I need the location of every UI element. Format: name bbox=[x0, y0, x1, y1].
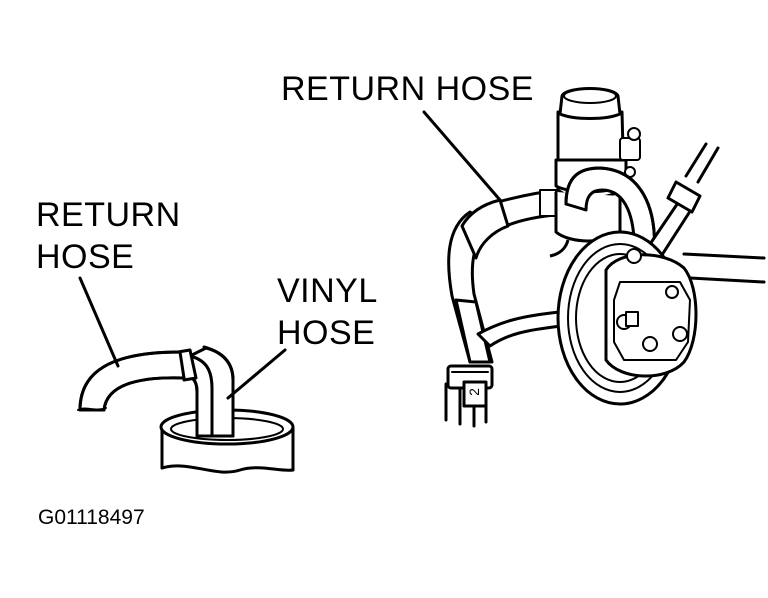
figure-code: G01118497 bbox=[38, 506, 145, 529]
clip-marking: 2 bbox=[465, 388, 482, 396]
leader-return-hose-left bbox=[78, 276, 120, 368]
label-return-hose-left-line2: HOSE bbox=[36, 238, 135, 276]
label-vinyl-hose-line2: HOSE bbox=[277, 314, 376, 352]
leader-return-hose-top bbox=[422, 110, 502, 202]
label-return-hose-left-line1: RETURN bbox=[36, 196, 181, 234]
detail-vinyl-hose bbox=[176, 345, 235, 438]
leader-vinyl-hose bbox=[226, 348, 287, 400]
pump-assembly bbox=[444, 87, 766, 428]
detail-return-hose bbox=[77, 350, 186, 412]
label-vinyl-hose-line1: VINYL bbox=[277, 272, 378, 310]
label-return-hose-top: RETURN HOSE bbox=[281, 70, 534, 108]
